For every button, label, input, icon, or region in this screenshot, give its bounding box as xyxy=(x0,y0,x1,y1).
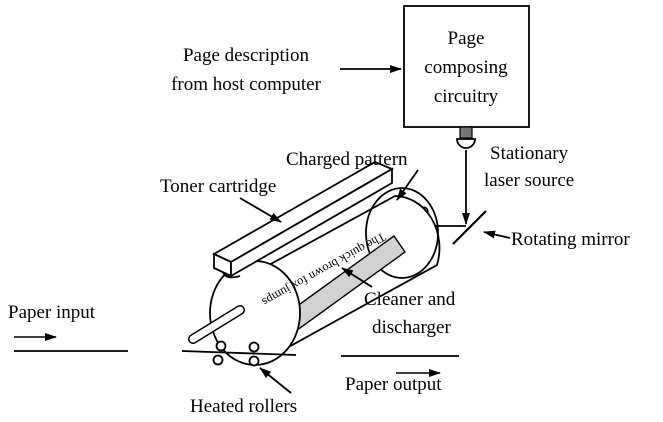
box-label-line-1: Page xyxy=(448,28,485,49)
heated-roller-top-right xyxy=(248,341,260,353)
charged-pattern-arrow xyxy=(396,169,419,201)
heated-roller-top-left xyxy=(215,340,227,352)
cleaner-arrow xyxy=(341,267,373,288)
laser-source-block xyxy=(459,126,473,139)
heated-rollers-label: Heated rollers xyxy=(190,396,297,417)
mirror-arrow xyxy=(483,230,511,239)
box-label-line-2: composing xyxy=(424,57,508,78)
page-composing-box xyxy=(403,5,530,128)
laser-label-line-2: laser source xyxy=(484,170,574,191)
heated-roller-bottom-right xyxy=(248,355,260,367)
drum-back-end xyxy=(365,187,439,279)
heated-roller-bottom-left xyxy=(212,354,224,366)
toner-arrow xyxy=(239,197,282,223)
heated-rollers-arrow xyxy=(259,367,292,394)
drum-assembly: The quick brown fox jumps xyxy=(188,187,441,366)
rotating-mirror xyxy=(452,210,487,245)
paper-path xyxy=(181,350,297,356)
paper-output-label: Paper output xyxy=(345,374,442,395)
laser-source-lens xyxy=(456,138,476,149)
toner-side xyxy=(230,167,393,278)
toner-cartridge xyxy=(212,161,395,279)
mirror-label: Rotating mirror xyxy=(511,229,630,250)
cleaner-label-line-2: discharger xyxy=(372,317,451,338)
drum-axle-front-fill xyxy=(189,306,244,343)
host-label-line-2: from host computer xyxy=(171,74,322,95)
charged-pattern-label: Charged pattern xyxy=(286,149,408,170)
paper-input-label: Paper input xyxy=(8,302,96,323)
cleaner-label-line-1: Cleaner and xyxy=(364,289,456,310)
toner-label: Toner cartridge xyxy=(160,176,276,197)
laser-label-line-1: Stationary xyxy=(490,143,569,164)
box-label-line-3: circuitry xyxy=(434,86,499,107)
host-label-line-1: Page description xyxy=(183,45,310,66)
toner-lip xyxy=(222,271,241,279)
